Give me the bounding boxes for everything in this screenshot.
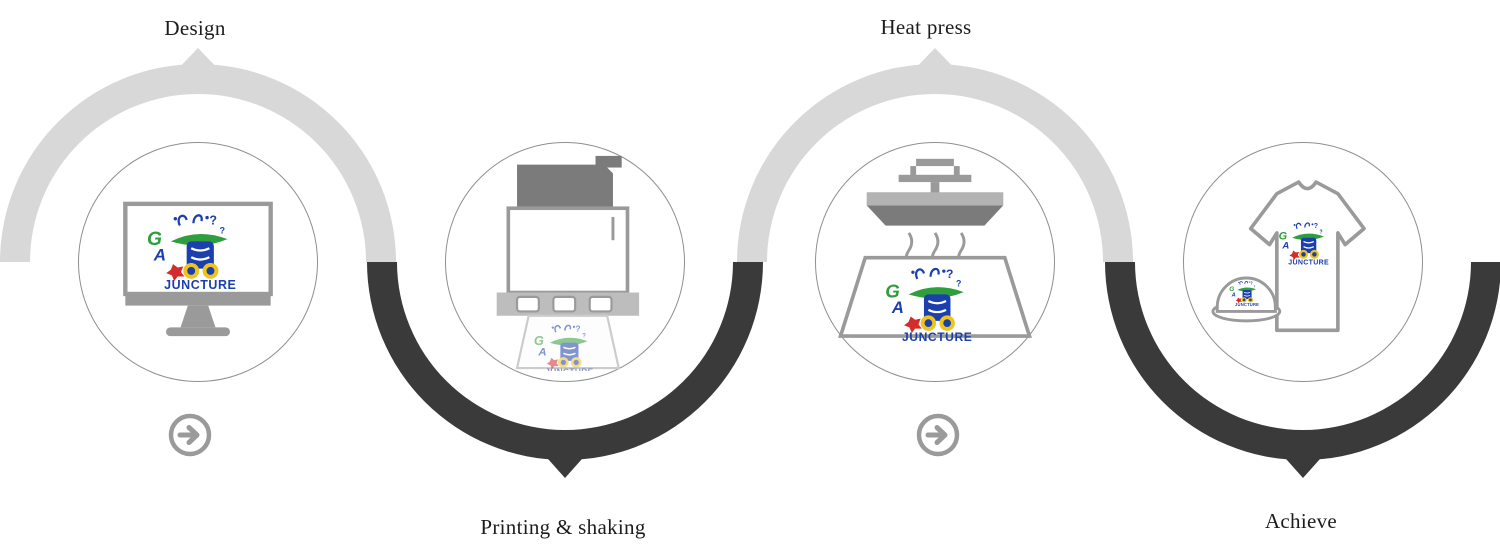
step-circle-achieve xyxy=(1183,142,1423,382)
printer-body xyxy=(506,206,630,295)
arc-pointer-achieve xyxy=(1278,450,1328,478)
arc-pointer-design xyxy=(173,48,223,74)
arrow-icon-2 xyxy=(915,412,961,458)
cap-shape xyxy=(1211,276,1282,323)
arc-segment-design xyxy=(0,64,396,262)
arc-segment-achieve xyxy=(1105,262,1500,460)
printer-top-notch xyxy=(595,155,622,168)
arc-pointer-printing xyxy=(540,450,590,478)
press-handle-bar xyxy=(898,174,972,183)
step-circle-printing xyxy=(445,142,685,382)
tshirt-and-cap-icon xyxy=(1211,180,1366,333)
step-label-printing-shaking: Printing & shaking xyxy=(480,515,646,539)
press-upper-platen xyxy=(866,205,1004,226)
press-handle-top xyxy=(916,158,954,167)
press-upper-plate xyxy=(866,192,1004,206)
monitor-base xyxy=(166,327,230,337)
arc-segment-heat-press xyxy=(737,64,1133,262)
printer-top-unit xyxy=(517,164,613,209)
step-label-design: Design xyxy=(164,16,226,40)
arc-pointer-heat-press xyxy=(910,48,960,74)
dtf-printer-icon xyxy=(496,155,640,371)
arrow-icon-1 xyxy=(167,412,213,458)
monitor-with-design-icon xyxy=(123,201,273,337)
step-label-heat-press: Heat press xyxy=(880,15,972,39)
monitor-stand xyxy=(180,305,216,328)
step-circle-design xyxy=(78,142,318,382)
heat-press-machine-icon xyxy=(838,158,1032,345)
step-label-achieve: Achieve xyxy=(1264,509,1338,533)
monitor-bezel xyxy=(125,293,271,306)
step-circle-heat-press xyxy=(815,142,1055,382)
arc-segment-printing xyxy=(367,262,763,460)
